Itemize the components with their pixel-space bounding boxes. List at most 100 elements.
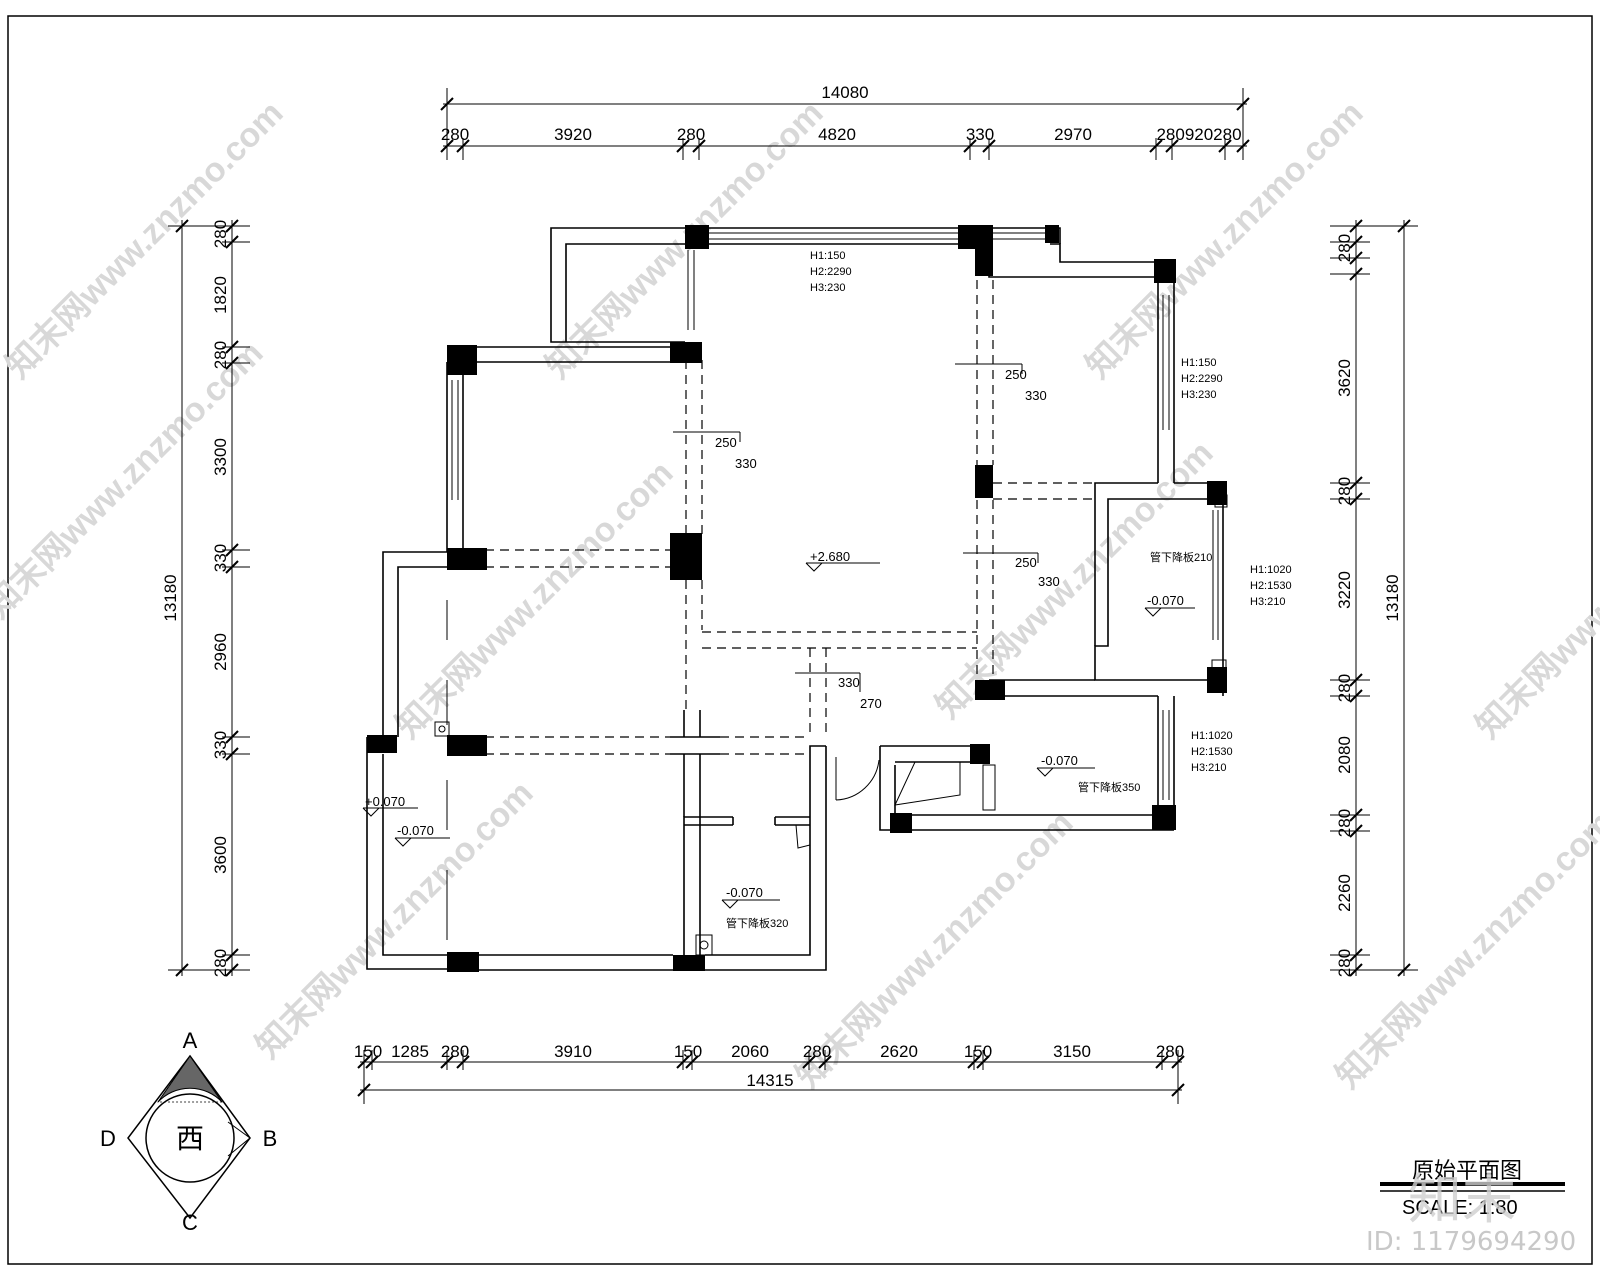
dim-top-total: 14080 bbox=[821, 83, 868, 102]
door-swings bbox=[446, 600, 961, 940]
dim-label: 280 bbox=[441, 1042, 469, 1061]
dim-label: 3600 bbox=[211, 836, 230, 874]
watermark-text: 知末网www.znzmo.com bbox=[249, 774, 541, 1066]
beam-depth: 330 bbox=[1025, 388, 1047, 403]
level-bath-right: -0.070 bbox=[1147, 593, 1184, 608]
windows bbox=[451, 232, 1219, 800]
dim-label: 2970 bbox=[1054, 125, 1092, 144]
dim-label: 150 bbox=[674, 1042, 702, 1061]
compass-east: B bbox=[263, 1126, 278, 1151]
watermark-id: ID: 1179694290 bbox=[1366, 1227, 1576, 1257]
dim-label: 280 bbox=[677, 125, 705, 144]
window-note-right-upper: H1:150 H2:2290 H3:230 bbox=[1181, 357, 1223, 401]
dim-label: 280920280 bbox=[1156, 125, 1241, 144]
dim-label: 280 bbox=[803, 1042, 831, 1061]
window-note-line: H3:230 bbox=[810, 282, 845, 294]
level-bath-bottom: -0.070 bbox=[726, 885, 763, 900]
watermark-text: 知末网www.znzmo.com bbox=[1469, 454, 1600, 746]
dim-bottom-total: 14315 bbox=[746, 1071, 793, 1090]
watermark-text: 知末网www.znzmo.com bbox=[789, 804, 1081, 1096]
dim-label: 3620 bbox=[1335, 359, 1354, 397]
window-note-line: H3:230 bbox=[1181, 389, 1216, 401]
left-dimensions bbox=[168, 219, 250, 977]
beam-note-1: 250 330 bbox=[715, 435, 757, 471]
dim-label: 4820 bbox=[818, 125, 856, 144]
dim-label: 330 bbox=[211, 544, 230, 572]
window-note-line: H1:1020 bbox=[1191, 730, 1233, 742]
dim-label: 3220 bbox=[1335, 571, 1354, 609]
dim-label: 280 bbox=[1335, 949, 1354, 977]
compass-south: C bbox=[182, 1210, 198, 1235]
dim-label: 280 bbox=[1335, 809, 1354, 837]
window-note-line: H1:150 bbox=[1181, 357, 1216, 369]
title-block: 原始平面图 SCALE: 1:80 知末 ID: 1179694290 bbox=[1366, 1159, 1576, 1257]
beam-width: 330 bbox=[838, 675, 860, 690]
dim-left-segments: 280 1820 280 3300 330 2960 330 3600 280 bbox=[211, 220, 230, 977]
top-dimensions bbox=[440, 88, 1250, 160]
dim-label: 280 bbox=[1156, 1042, 1184, 1061]
dim-label: 280 bbox=[211, 949, 230, 977]
beam-width: 250 bbox=[1015, 555, 1037, 570]
beam-depth: 330 bbox=[1038, 574, 1060, 589]
window-note-right-lower: H1:1020 H2:1530 H3:210 bbox=[1191, 730, 1233, 774]
window-note-line: H1:150 bbox=[810, 250, 845, 262]
dim-label: 3910 bbox=[554, 1042, 592, 1061]
drawing-border bbox=[7, 15, 1593, 1265]
window-note-line: H3:210 bbox=[1250, 596, 1285, 608]
level-kitchen-drop: 管下降板350 bbox=[1078, 780, 1140, 794]
level-bath-right-drop: 管下降板210 bbox=[1150, 550, 1212, 564]
dim-label: 2960 bbox=[211, 633, 230, 671]
compass: A B C D 西 bbox=[100, 1028, 277, 1235]
dim-bottom-segments: 150 1285 280 3910 150 2060 280 2620 150 … bbox=[354, 1042, 1184, 1061]
dim-label: 280 bbox=[211, 220, 230, 248]
watermark-logo: 知末 bbox=[1408, 1168, 1516, 1231]
compass-north: A bbox=[183, 1028, 198, 1053]
bottom-dimensions bbox=[357, 1050, 1185, 1104]
compass-west: D bbox=[100, 1126, 116, 1151]
beam-depth: 330 bbox=[735, 456, 757, 471]
drawing-title: 原始平面图 bbox=[1412, 1159, 1522, 1184]
dim-label: 150 bbox=[354, 1042, 382, 1061]
window-note-line: H2:2290 bbox=[810, 266, 852, 278]
dim-label: 2260 bbox=[1335, 874, 1354, 912]
dim-label: 330 bbox=[211, 731, 230, 759]
level-balcony-up: +0.070 bbox=[365, 794, 405, 809]
beam-depth: 270 bbox=[860, 696, 882, 711]
columns bbox=[367, 225, 1227, 972]
dim-top-segments: 280 3920 280 4820 330 2970 280920280 bbox=[441, 125, 1242, 144]
dim-label: 3150 bbox=[1053, 1042, 1091, 1061]
level-balcony-down: -0.070 bbox=[397, 823, 434, 838]
beam-width: 250 bbox=[1005, 367, 1027, 382]
drawing-scale: SCALE: 1:80 bbox=[1402, 1197, 1518, 1219]
dim-label: 1285 bbox=[391, 1042, 429, 1061]
beam-width: 250 bbox=[715, 435, 737, 450]
dim-label: 280 bbox=[441, 125, 469, 144]
dim-label: 3920 bbox=[554, 125, 592, 144]
beam-leaders bbox=[673, 363, 1039, 692]
dim-label: 280 bbox=[1335, 234, 1354, 262]
dim-label: 280 bbox=[1335, 674, 1354, 702]
window-note-line: H3:210 bbox=[1191, 762, 1226, 774]
dim-label: 1820 bbox=[211, 276, 230, 314]
level-markers bbox=[362, 562, 1195, 909]
window-note-top: H1:150 H2:2290 H3:230 bbox=[810, 250, 852, 294]
level-bath-bottom-drop: 管下降板320 bbox=[726, 916, 788, 930]
watermark-text: 知末网www.znzmo.com bbox=[0, 334, 271, 626]
window-note-right-middle: H1:1020 H2:1530 H3:210 bbox=[1250, 564, 1292, 608]
beam-note-3: 250 330 bbox=[1015, 555, 1060, 589]
dim-label: 150 bbox=[964, 1042, 992, 1061]
window-note-line: H1:1020 bbox=[1250, 564, 1292, 576]
dim-label: 330 bbox=[966, 125, 994, 144]
window-note-line: H2:1530 bbox=[1191, 746, 1233, 758]
dim-label: 280 bbox=[1335, 477, 1354, 505]
beams-dashed bbox=[485, 280, 1095, 755]
compass-center-label: 西 bbox=[176, 1122, 204, 1155]
window-note-line: H2:1530 bbox=[1250, 580, 1292, 592]
dim-right-segments: 280 3620 280 3220 280 2080 280 2260 280 bbox=[1335, 234, 1354, 977]
dim-label: 2080 bbox=[1335, 736, 1354, 774]
dim-label: 3300 bbox=[211, 438, 230, 476]
dim-label: 280 bbox=[211, 341, 230, 369]
dim-label: 2060 bbox=[731, 1042, 769, 1061]
level-main: +2.680 bbox=[810, 549, 850, 564]
